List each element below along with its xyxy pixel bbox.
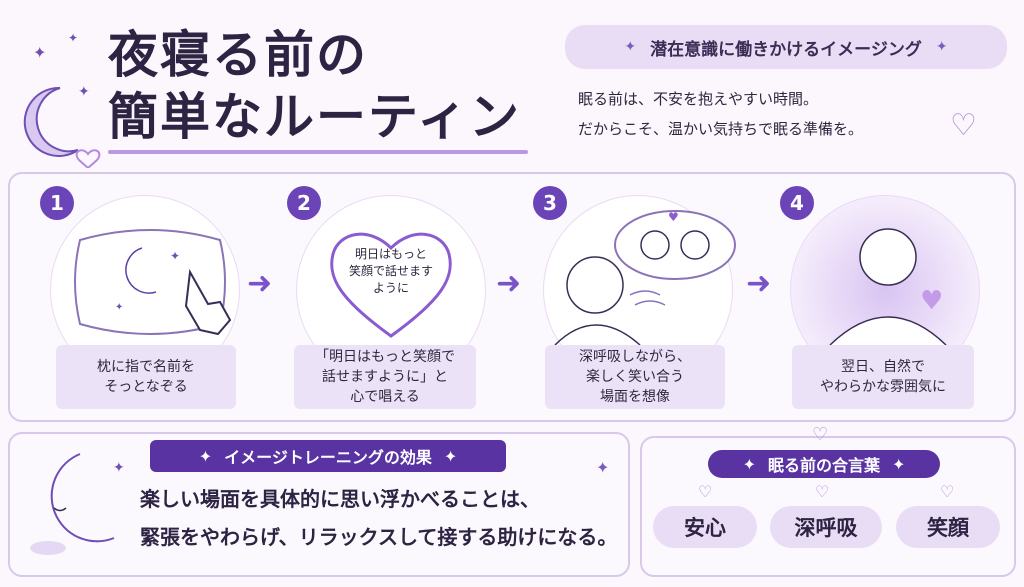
heart-bubble-text: 明日はもっと 笑顔で話せます ように [348,247,433,295]
step-1-caption: 枕に指で名前を そっとなぞる [56,345,236,409]
arrow-right-icon: ➜ [746,266,772,301]
heart-icon: ♡ [950,108,977,143]
keywords-label-pill: ✦ 眠る前の合言葉 ✦ [708,450,940,478]
heart-icon: ♡ [815,482,830,501]
title-line-1: 夜寝る前の [108,26,368,84]
breathing-person-icon: ♥ [554,210,736,345]
keyword-pill-3: 笑顔 [896,506,1000,548]
effect-line-1: 楽しい場面を具体的に思い浮かべることは、 [140,487,540,511]
step-3-caption: 深呼吸しながら、 楽しく笑い合う 場面を想像 [545,345,725,409]
title-line-2: 簡単なルーティン [108,88,521,146]
svg-text:✦: ✦ [68,31,78,45]
hand-icon [184,268,232,336]
step-1-number: 1 [40,186,74,220]
sparkle-icon: ✦ [198,446,213,466]
heart-icon: ♡ [812,424,829,445]
subtitle-pill: ✦ 潜在意識に働きかけるイメージング ✦ [565,25,1007,69]
title-underline [108,150,528,154]
intro-line-2: だからこそ、温かい気持ちで眠る準備を。 [578,120,864,138]
svg-text:✦: ✦ [78,84,90,100]
effect-label: イメージトレーニングの効果 [224,448,432,467]
sleeping-moon-icon: ✦ [30,453,125,555]
sparkle-icon: ✦ [892,454,906,474]
svg-text:♥: ♥ [668,210,679,224]
heart-bubble-icon [330,232,452,338]
sparkle-icon: ✦ [935,39,948,55]
step-2-number: 2 [287,186,321,220]
sparkle-icon: ✦ [443,446,458,466]
moon-decoration-icon: ✦ ✦ ✦ [23,31,101,168]
step-3-number: 3 [533,186,567,220]
step-2-caption: 「明日はもっと笑顔で 話せますように」と 心で唱える [294,345,476,409]
effect-label-pill: ✦ イメージトレーニングの効果 ✦ [150,440,506,472]
svg-text:✦: ✦ [170,249,180,263]
arrow-right-icon: ➜ [496,266,522,301]
intro-line-1: 眠る前は、不安を抱えやすい時間。 [578,90,819,108]
sparkle-icon: ✦ [624,39,637,55]
svg-text:✦: ✦ [33,43,46,62]
sparkle-icon: ✦ [742,454,756,474]
step-4-caption: 翌日、自然で やわらかな雰囲気に [792,345,974,409]
arrow-right-icon: ➜ [247,266,273,301]
keywords-label: 眠る前の合言葉 [767,456,880,475]
effect-line-2: 緊張をやわらげ、リラックスして接する助けになる。 [140,525,618,549]
face-icon: ♥ [829,228,947,345]
svg-text:♥: ♥ [920,286,943,316]
heart-icon: ♡ [940,482,955,501]
keyword-pill-1: 安心 [653,506,757,548]
step-4-number: 4 [780,186,814,220]
keyword-pill-2: 深呼吸 [770,506,882,548]
heart-icon: ♡ [698,482,713,501]
sparkle-icon: ✦ [596,458,610,477]
svg-text:✦: ✦ [113,460,125,476]
subtitle-text: 潜在意識に働きかけるイメージング [650,39,922,60]
svg-text:✦: ✦ [115,302,123,313]
